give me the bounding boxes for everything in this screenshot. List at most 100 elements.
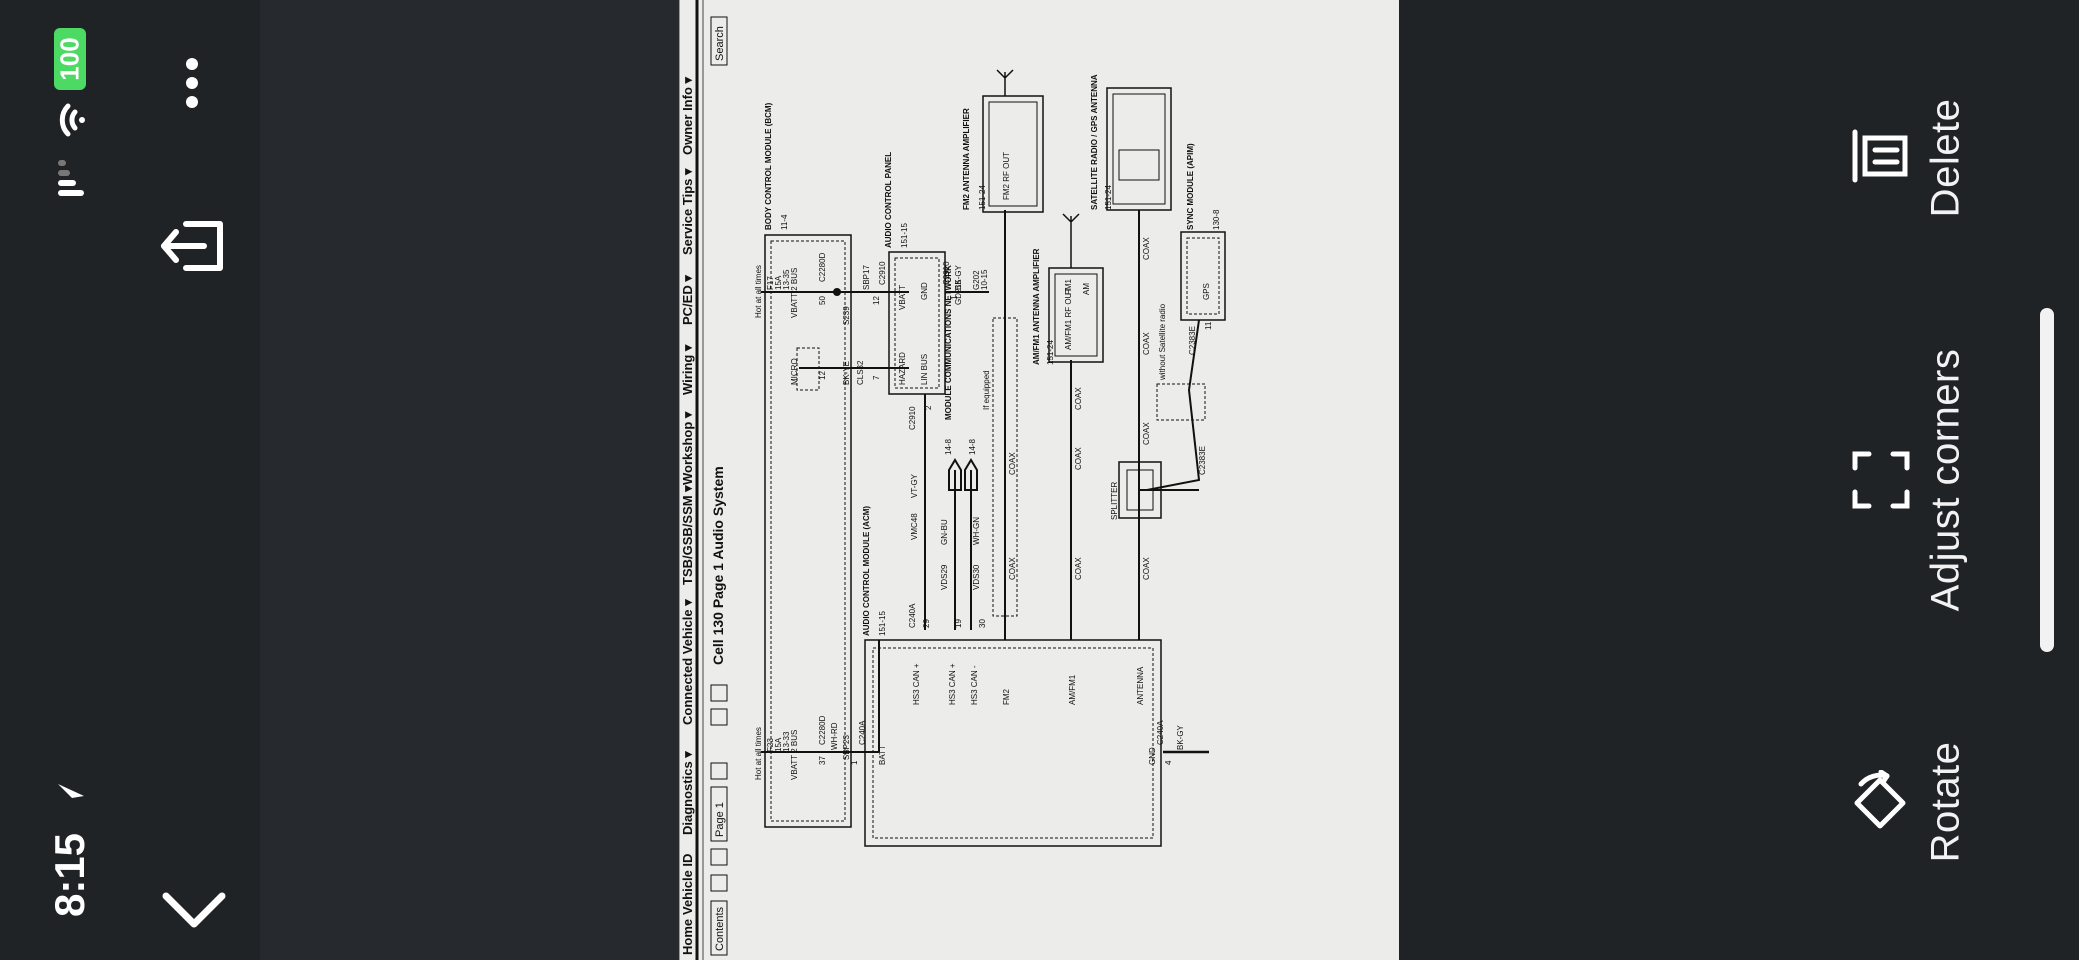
fuse-f17-ref: 13-35: [782, 269, 791, 290]
c2383e: C2383E: [1188, 326, 1197, 355]
chevron-down-icon[interactable]: [162, 890, 226, 930]
scroll-handle[interactable]: [2040, 308, 2054, 652]
without-sat: without Satellite radio: [1158, 303, 1167, 381]
pin-1b: 1: [850, 760, 859, 765]
sync-label: SYNC MODULE (APIM): [1186, 143, 1195, 230]
coax-7: COAX: [1142, 332, 1151, 355]
nav-connected-vehicle[interactable]: Connected Vehicle ▾: [680, 599, 695, 725]
nav-home[interactable]: Home: [680, 919, 695, 955]
amfm1-amp-label: AM/FM1 ANTENNA AMPLIFIER: [1032, 248, 1041, 365]
vbatt2-bus-2: VBATT 2 BUS: [790, 730, 799, 780]
sat-label: SATELLITE RADIO / GPS ANTENNA: [1090, 74, 1099, 210]
batt: BATT: [878, 745, 887, 765]
pin-12b: 12: [872, 296, 881, 305]
coax-8: COAX: [1142, 422, 1151, 445]
gnd-2: GND: [1148, 747, 1157, 765]
gd215: GD215: [954, 279, 963, 305]
c2280d-1: C2280D: [818, 252, 827, 282]
nav-tsb[interactable]: TSB/GSB/SSM ▾: [680, 485, 695, 585]
hs3-can-plus-2: HS3 CAN +: [948, 663, 957, 705]
coax-4: COAX: [1074, 447, 1083, 470]
g202: G202: [972, 270, 981, 290]
acp-ref: 151-15: [900, 223, 909, 248]
contents-button[interactable]: Contents: [714, 906, 726, 951]
gn-bu: GN-BU: [940, 519, 949, 545]
bk-gy-1: BK-GY: [954, 264, 963, 290]
antenna-port: ANTENNA: [1136, 666, 1145, 705]
status-bar: 100 8:15: [0, 0, 260, 960]
nav-workshop[interactable]: Workshop ▾: [680, 411, 695, 485]
coax-1: COAX: [1008, 452, 1017, 475]
pin-30: 30: [978, 619, 987, 628]
gps-label: GPS: [1202, 283, 1211, 300]
coax-3: COAX: [1074, 387, 1083, 410]
splitter-label: SPLITTER: [1110, 482, 1119, 520]
c240a-3: C240A: [1156, 720, 1165, 745]
coax-2: COAX: [1008, 557, 1017, 580]
nav-owner-info[interactable]: Owner Info ▾: [680, 77, 695, 156]
fm2-rf-out: FM2 RF OUT: [1002, 152, 1011, 200]
rotate-label: Rotate: [1923, 741, 1968, 863]
trash-icon: [1851, 128, 1911, 184]
bcm-ref: 11-4: [780, 214, 789, 230]
micro-label: MICRO: [790, 358, 799, 385]
page-select[interactable]: Page 1: [714, 802, 726, 837]
wifi-icon: [50, 100, 90, 140]
rotate-icon: [1847, 770, 1913, 836]
vbatt: VBATT: [898, 285, 907, 310]
fm1-label: FM1: [1064, 278, 1073, 295]
sbp23: SBP23: [842, 735, 851, 760]
lin-bus: LIN BUS: [920, 354, 929, 385]
amfm1-port: AM/FM1: [1068, 674, 1077, 705]
scanned-document[interactable]: Home Vehicle ID Diagnostics ▾ Connected …: [679, 0, 1399, 960]
c240a-2: C240A: [908, 603, 917, 628]
search-button[interactable]: Search: [714, 26, 726, 61]
c2910-1: C2910: [878, 261, 887, 285]
more-options-icon[interactable]: [176, 56, 208, 110]
c2910-2: C2910: [942, 261, 951, 285]
exit-icon[interactable]: [158, 218, 228, 274]
pin-37: 37: [818, 756, 827, 765]
pin-12a: 12: [818, 371, 827, 380]
battery-level: 100: [54, 37, 85, 81]
hazard: HAZARD: [898, 352, 907, 385]
nav-pced[interactable]: PC/ED ▾: [680, 275, 695, 325]
cls32: CLS32: [856, 360, 865, 385]
hs3-can-minus: HS3 CAN -: [970, 665, 979, 705]
g202-ref: 10-15: [980, 269, 989, 290]
signal-icon: [56, 150, 86, 200]
pin-11: 11: [1204, 321, 1213, 330]
nav-vehicle-id[interactable]: Vehicle ID: [680, 854, 695, 915]
wiring-diagram: Home Vehicle ID Diagnostics ▾ Connected …: [679, 0, 1399, 960]
fm2-amp-ref: 151-24: [978, 185, 987, 210]
hot-2: Hot at all times: [754, 727, 763, 780]
nav-diagnostics[interactable]: Diagnostics ▾: [680, 751, 695, 835]
acm-label: AUDIO CONTROL MODULE (ACM): [862, 506, 871, 636]
sbp17: SBP17: [862, 265, 871, 290]
c240a-1: C240A: [858, 720, 867, 745]
pin-4: 4: [1164, 760, 1173, 765]
ref-14-8-2: 14-8: [968, 438, 977, 455]
if-equipped: If equipped: [982, 370, 991, 410]
nav-service-tips[interactable]: Service Tips ▾: [680, 168, 695, 255]
coax-9: COAX: [1142, 557, 1151, 580]
acp-label: AUDIO CONTROL PANEL: [884, 152, 893, 248]
pin-1: 1: [950, 295, 959, 300]
bk-ye: BK-YE: [842, 361, 851, 385]
fuse-f23: F23: [766, 738, 775, 752]
nav-wiring[interactable]: Wiring ▾: [680, 344, 695, 395]
battery-icon: 100: [54, 28, 86, 90]
gnd-1: GND: [920, 282, 929, 300]
vds30: VDS30: [972, 564, 981, 590]
fm2-amp-label: FM2 ANTENNA AMPLIFIER: [962, 108, 971, 210]
pin-29: 29: [922, 619, 931, 628]
pin-2: 2: [924, 405, 933, 410]
c2280d-2: C2280D: [818, 715, 827, 745]
bcm-label: BODY CONTROL MODULE (BCM): [764, 102, 773, 230]
fuse-f23-ref: 13-33: [782, 731, 791, 752]
mcn-label: MODULE COMMUNICATIONS NETWORK: [944, 265, 953, 420]
vmc48: VMC48: [910, 513, 919, 540]
delete-label: Delete: [1923, 98, 1968, 218]
pin-50: 50: [818, 296, 827, 305]
amfm1-rf-out: AM/FM1 RF OUT: [1064, 288, 1073, 350]
